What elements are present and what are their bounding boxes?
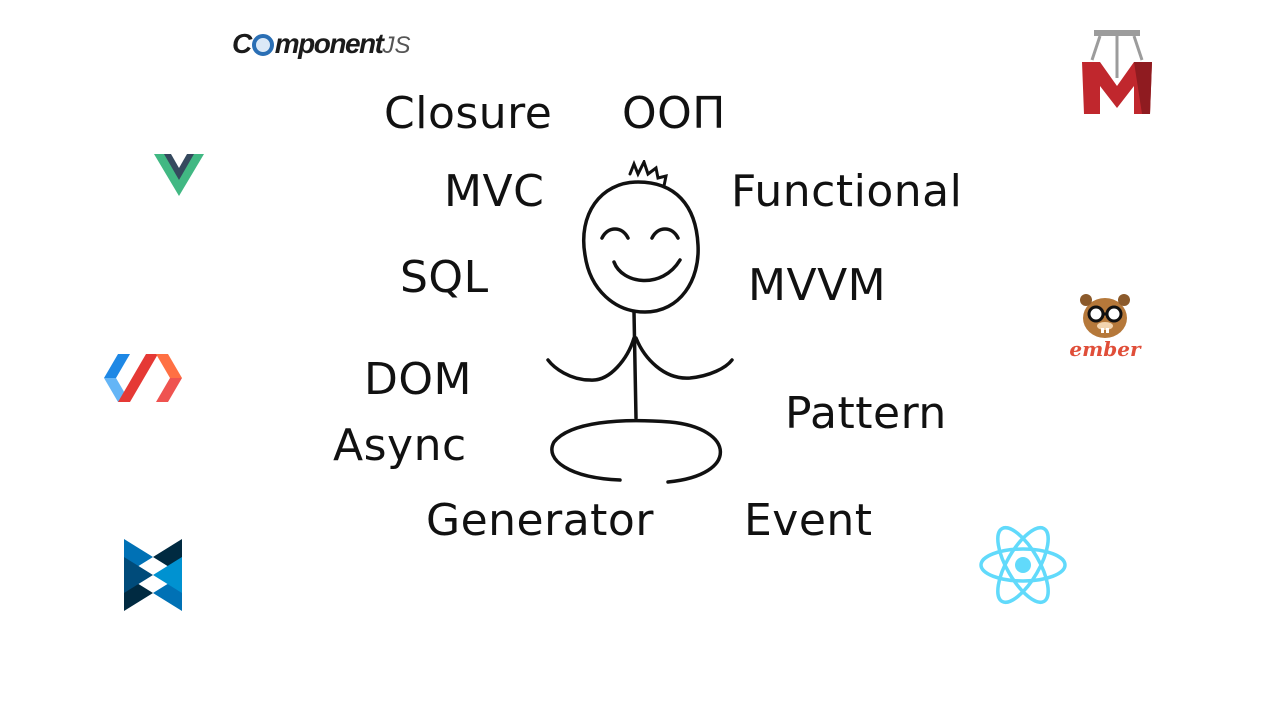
term-oop: ООП [622, 88, 726, 139]
term-mvvm: MVVM [748, 260, 887, 311]
ember-label: ember [1069, 337, 1142, 361]
term-functional: Functional [731, 166, 963, 217]
componentjs-suffix: JS [382, 32, 411, 59]
vue-logo [154, 154, 204, 196]
term-async: Async [333, 420, 467, 471]
componentjs-o-icon [251, 34, 274, 56]
marionette-logo [1080, 28, 1154, 118]
term-generator: Generator [426, 495, 654, 546]
polymer-logo [104, 350, 182, 406]
stick-figure [540, 158, 740, 495]
react-logo [978, 523, 1068, 607]
term-sql: SQL [400, 252, 489, 303]
term-dom: DOM [364, 354, 472, 405]
ember-logo: ember [1068, 292, 1142, 362]
term-closure: Closure [384, 88, 553, 139]
backbone-logo [124, 539, 182, 611]
term-pattern: Pattern [785, 388, 947, 439]
term-mvc: MVC [444, 166, 545, 217]
term-event: Event [744, 495, 873, 546]
